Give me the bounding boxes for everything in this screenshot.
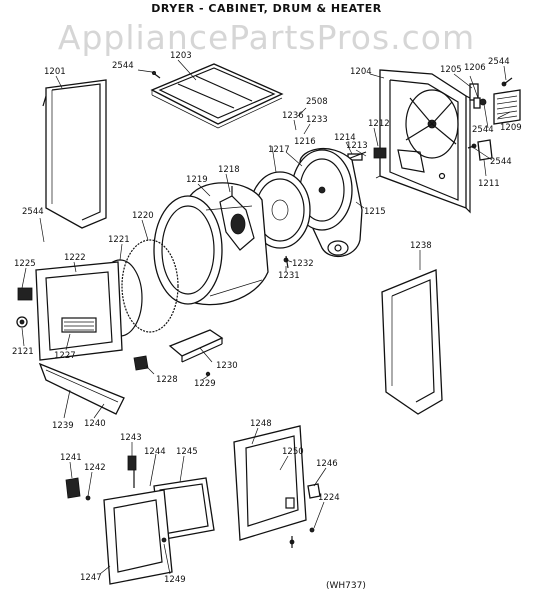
front-panel <box>35 261 123 361</box>
label-1218: 1218 <box>218 165 240 175</box>
label-1240: 1240 <box>84 419 106 429</box>
label-2508: 2508 <box>306 97 328 107</box>
label-1248: 1248 <box>250 419 272 429</box>
label-1249: 1249 <box>164 575 186 585</box>
label-1222: 1222 <box>64 253 86 263</box>
label-1232: 1232 <box>292 259 314 269</box>
leader-lines <box>21 59 511 575</box>
label-1204: 1204 <box>350 67 372 77</box>
door-switch <box>16 287 33 328</box>
label-1219: 1219 <box>186 175 208 185</box>
label-1241: 1241 <box>60 453 82 463</box>
rear-brackets <box>469 77 513 109</box>
label-2544-rear-top: 2544 <box>488 57 510 67</box>
label-1203: 1203 <box>170 51 192 61</box>
side-panel-left <box>42 79 107 229</box>
door-inner-panel <box>233 425 321 548</box>
rear-panel <box>375 69 471 214</box>
label-1217: 1217 <box>268 145 290 155</box>
label-1239: 1239 <box>52 421 74 431</box>
label-1244: 1244 <box>144 447 166 457</box>
label-1206: 1206 <box>464 63 486 73</box>
label-1242: 1242 <box>84 463 106 473</box>
top-cover <box>150 63 284 129</box>
label-1221: 1221 <box>108 235 130 245</box>
label-1209: 1209 <box>500 123 522 133</box>
label-2544-left: 2544 <box>22 207 44 217</box>
label-1247: 1247 <box>80 573 102 583</box>
watermark: AppliancePartsPros.com <box>57 18 476 57</box>
label-1231: 1231 <box>278 271 300 281</box>
label-1238: 1238 <box>410 241 432 251</box>
label-1220: 1220 <box>132 211 154 221</box>
label-1243: 1243 <box>120 433 142 443</box>
label-1230: 1230 <box>216 361 238 371</box>
label-1236: 1236 <box>282 111 304 121</box>
diagram-code: (WH737) <box>326 581 366 591</box>
label-1212: 1212 <box>368 119 390 129</box>
lint-filter-clip <box>133 355 149 371</box>
label-1225: 1225 <box>14 259 36 269</box>
side-panel-right <box>381 269 443 415</box>
label-1216: 1216 <box>294 137 316 147</box>
label-2544-rear-mid: 2544 <box>472 125 494 135</box>
label-1215: 1215 <box>364 207 386 217</box>
label-1246: 1246 <box>316 459 338 469</box>
rear-clip <box>467 139 493 161</box>
label-1229: 1229 <box>194 379 216 389</box>
drum <box>153 182 269 306</box>
label-1245: 1245 <box>176 447 198 457</box>
label-1214: 1214 <box>334 133 356 143</box>
label-1211: 1211 <box>478 179 500 189</box>
heater-duct <box>168 329 224 377</box>
label-1227: 1227 <box>54 351 76 361</box>
label-2544-rear-low: 2544 <box>490 157 512 167</box>
label-1201: 1201 <box>44 67 66 77</box>
label-1233: 1233 <box>306 115 328 125</box>
label-2121: 2121 <box>12 347 34 357</box>
toe-plate <box>38 362 125 415</box>
label-1205: 1205 <box>440 65 462 75</box>
door-hinge <box>65 477 91 501</box>
label-2544-top: 2544 <box>112 61 134 71</box>
label-1224: 1224 <box>318 493 340 503</box>
exhaust-grille <box>493 89 521 125</box>
diagram-title: DRYER - CABINET, DRUM & HEATER <box>151 2 382 15</box>
label-1213: 1213 <box>346 141 368 151</box>
label-1250: 1250 <box>282 447 304 457</box>
label-1228: 1228 <box>156 375 178 385</box>
door-outer <box>103 489 173 585</box>
